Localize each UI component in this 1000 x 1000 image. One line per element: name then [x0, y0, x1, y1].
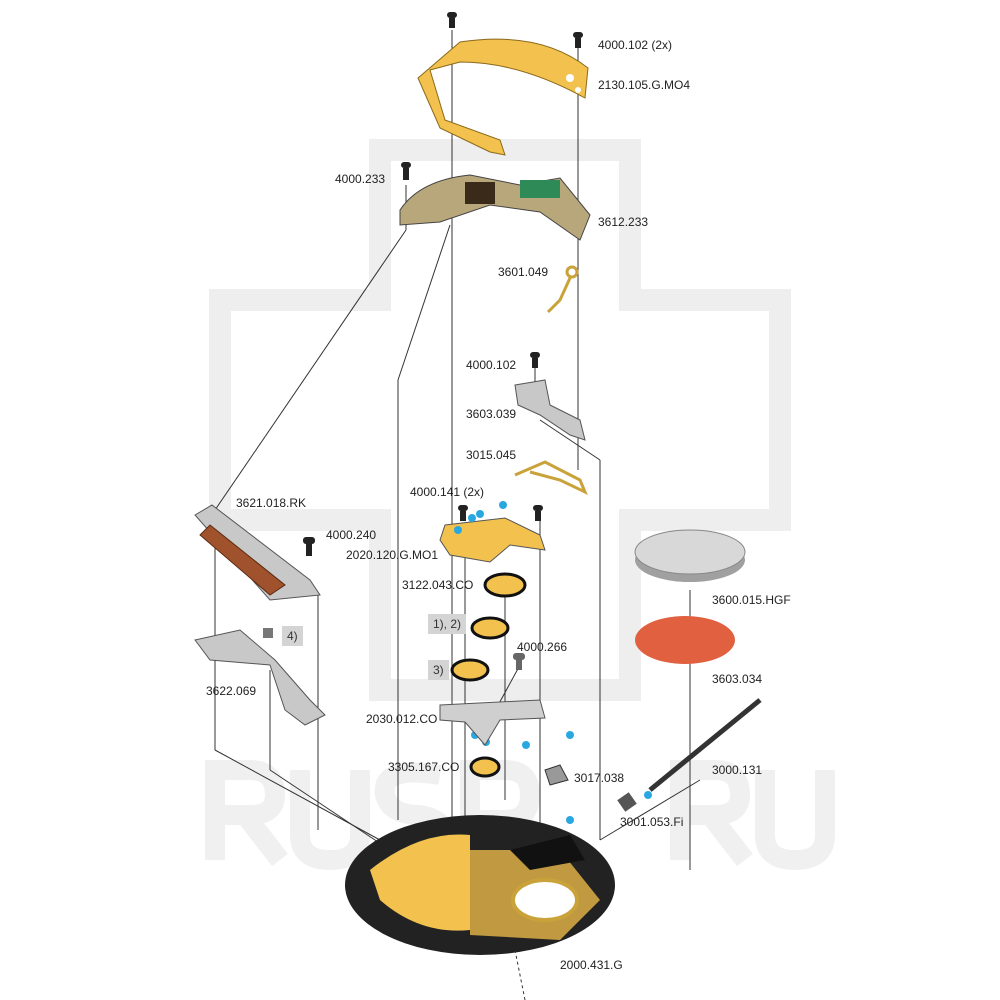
label-3000-131: 3000.131 [712, 763, 763, 777]
label-4000-233: 4000.233 [335, 172, 386, 186]
battery-3600-015 [634, 529, 746, 582]
label-3305-167: 3305.167.CO [388, 760, 460, 774]
label-2130-105: 2130.105.G.MO4 [598, 78, 691, 92]
label-3601-049: 3601.049 [498, 265, 549, 279]
label-2020-120: 2020.120.G.MO1 [346, 548, 439, 562]
label-3015-045: 3015.045 [466, 448, 517, 462]
stator-3622-069 [194, 629, 326, 726]
screw-icon [533, 505, 543, 521]
label-2030-012: 2030.012.CO [366, 712, 438, 726]
contact-spring-3601-049 [546, 265, 579, 314]
watermark-cross [209, 139, 791, 701]
clamp-3603-039 [514, 379, 586, 441]
label-ca: CA [505, 940, 523, 954]
small-screw-icon [263, 628, 273, 638]
wheel-intermediate [470, 616, 510, 640]
label-3600-015: 3600.015.HGF [712, 593, 791, 607]
screw-icon [303, 537, 315, 556]
bridge-2130-105 [417, 38, 589, 156]
label-4000-266: 4000.266 [517, 640, 568, 654]
screw-icon [573, 32, 583, 48]
label-3622-069: 3622.069 [206, 684, 257, 698]
label-3017-038: 3017.038 [574, 771, 625, 785]
label-4000-141: 4000.141 (2x) [410, 485, 485, 499]
stem-3000-131 [648, 698, 762, 792]
screw-icon [458, 505, 468, 521]
watermark-graphic [205, 760, 835, 871]
label-3122-043: 3122.043.CO [402, 578, 474, 592]
coil-3621-018 [194, 504, 321, 601]
screw-icon [530, 352, 540, 368]
label-3001-053: 3001.053.Fi [620, 815, 684, 829]
wheel-3 [450, 658, 490, 682]
note-4: 4) [282, 626, 303, 646]
lubrication-drops-icon [454, 501, 652, 824]
label-4000-102: 4000.102 [466, 358, 517, 372]
label-4000-102-2x: 4000.102 (2x) [598, 38, 673, 52]
label-3621-018: 3621.018.RK [236, 496, 307, 510]
screw-icon [513, 653, 525, 670]
setting-lever-spring-3015-045 [514, 460, 588, 496]
main-plate-2000-431 [345, 815, 615, 955]
setting-lever-3017-038 [544, 764, 569, 786]
axis-line [514, 949, 526, 1000]
label-3603-034: 3603.034 [712, 672, 763, 686]
rotor-3305-167 [469, 756, 501, 778]
rotor-bridge-2030-012 [439, 699, 546, 746]
label-3612-233: 3612.233 [598, 215, 649, 229]
label-3603-039: 3603.039 [466, 407, 517, 421]
crown-sleeve-3001-053 [617, 792, 637, 812]
circuit-module-3612-233 [399, 174, 591, 241]
insulator-3603-034 [635, 616, 735, 664]
note-3: 3) [428, 660, 449, 680]
note-1-2: 1), 2) [428, 614, 467, 634]
wheel-bridge-2020-120 [439, 517, 546, 563]
screw-icon [447, 12, 457, 28]
label-2000-431: 2000.431.G [560, 958, 623, 972]
screw-icon [401, 162, 411, 180]
wheel-3122-043 [483, 572, 527, 598]
assembly-lines [214, 30, 701, 900]
label-4000-240: 4000.240 [326, 528, 377, 542]
